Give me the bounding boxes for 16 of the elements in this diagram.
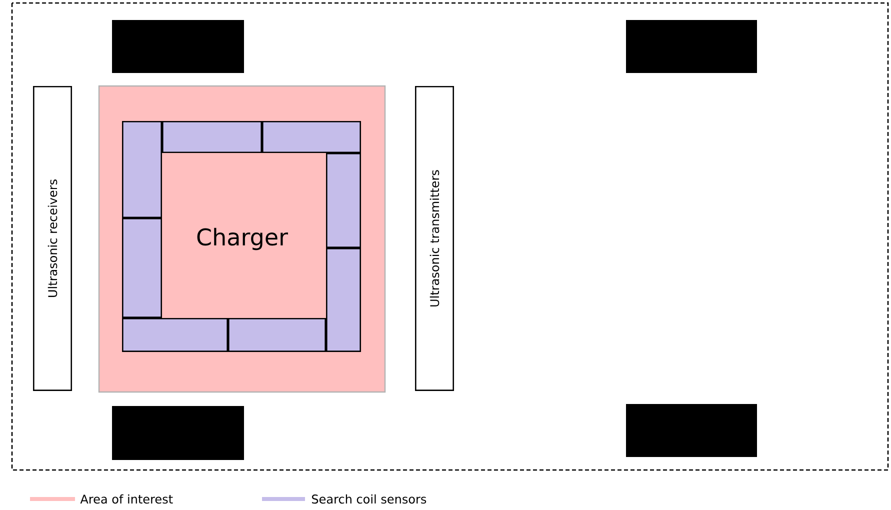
sensor-strip-box: Ultrasonic transmitters	[415, 86, 454, 391]
search-coil-sensor	[262, 121, 361, 153]
search-coil-sensor	[122, 218, 162, 318]
wheel	[626, 20, 757, 73]
sensor-strip-box: Ultrasonic receivers	[33, 86, 72, 391]
legend-label: Search coil sensors	[312, 494, 426, 504]
wheel	[626, 404, 757, 457]
search-coil-sensor	[326, 248, 361, 352]
wheel	[112, 20, 244, 73]
wheel	[112, 406, 244, 460]
search-coil-sensor	[122, 318, 228, 352]
search-coil-sensor	[162, 121, 262, 153]
search-coil-sensor	[326, 152, 361, 248]
search-coil-sensor	[228, 318, 326, 352]
search-coil-sensor	[122, 121, 162, 218]
legend-label: Area of interest	[80, 494, 173, 504]
